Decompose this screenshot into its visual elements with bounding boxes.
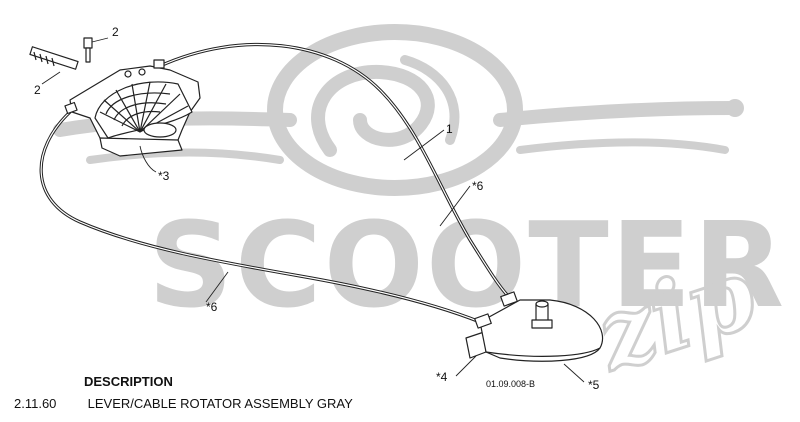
callout-1: 1 <box>446 122 453 136</box>
receiver-shaft <box>531 300 553 329</box>
sector-dial <box>94 81 193 139</box>
scooterzip-watermark: SCOOTER zip <box>53 24 786 395</box>
drawing-code: 01.09.008-B <box>486 379 535 389</box>
callout-labels: 1 2 2 *3 *6 *6 *4 *5 01.09.008-B <box>34 25 600 392</box>
callout-3: *3 <box>158 169 170 183</box>
rotator-lever-assembly <box>29 37 201 157</box>
leader-lines <box>41 37 585 383</box>
description-row: 2.11.60 LEVER/CABLE ROTATOR ASSEMBLY GRA… <box>14 396 414 408</box>
cable-end-fitting-left <box>64 101 78 115</box>
description-header: DESCRIPTION <box>84 374 173 389</box>
rotator-hub <box>143 122 177 138</box>
callout-6-lower: *6 <box>206 300 218 314</box>
watermark-brand-main: SCOOTER <box>148 196 786 334</box>
cable-end-fitting-lower <box>474 313 492 329</box>
callout-6-upper: *6 <box>472 179 484 193</box>
cable-end-fitting-top <box>153 59 165 69</box>
plate-screw-2 <box>138 68 146 76</box>
pivot-shaft <box>29 46 79 70</box>
cable-2 <box>39 110 482 324</box>
rotator-base <box>99 137 183 157</box>
cable-1 <box>158 42 512 300</box>
description-row-text: LEVER/CABLE ROTATOR ASSEMBLY GRAY <box>87 396 353 408</box>
description-row-number: 2.11.60 <box>14 396 57 408</box>
callout-2-top: 2 <box>112 25 119 39</box>
callout-5: *5 <box>588 378 600 392</box>
cable-receiver-assembly <box>465 291 604 362</box>
bolt-top <box>83 37 93 63</box>
callout-2-left: 2 <box>34 83 41 97</box>
cable-end-fitting-upper <box>500 291 518 307</box>
plate-screw-1 <box>124 70 132 78</box>
callout-4: *4 <box>436 370 448 384</box>
